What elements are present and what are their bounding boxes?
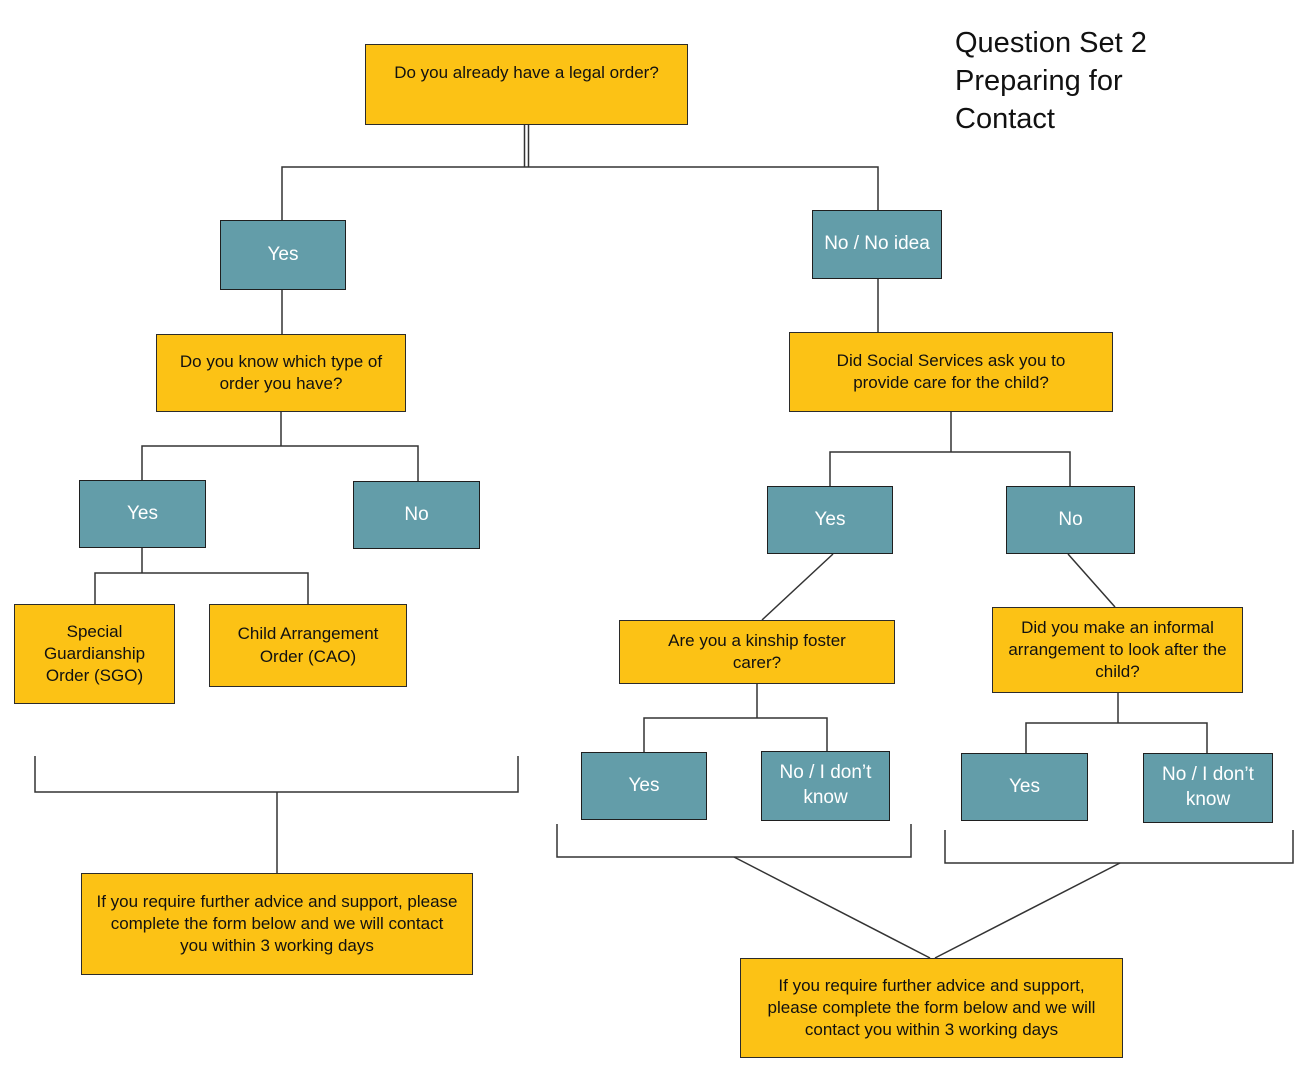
node-question-legal-order: Do you already have a legal order?: [365, 44, 688, 125]
diagram-title: Question Set 2 Preparing for Contact: [955, 24, 1295, 138]
node-label: Yes: [628, 774, 660, 796]
node-answer-yes-kinship: Yes: [581, 752, 707, 820]
node-advice-left: If you require further advice and suppor…: [81, 873, 473, 975]
node-special-guardianship-order: Special Guardianship Order (SGO): [14, 604, 175, 704]
node-answer-yes-social: Yes: [767, 486, 893, 554]
diagram-title-line1: Question Set 2: [955, 27, 1147, 59]
node-label: If you require further advice and suppor…: [96, 891, 458, 956]
node-label: Yes: [127, 502, 158, 524]
node-label: No: [404, 503, 429, 525]
node-label: No / I don’t know: [1162, 764, 1254, 810]
node-advice-right: If you require further advice and suppor…: [740, 958, 1123, 1058]
node-label: Did Social Services ask you to provide c…: [836, 350, 1066, 392]
node-label: Child Arrangement Order (CAO): [237, 624, 379, 666]
node-label: Do you already have a legal order?: [394, 63, 659, 83]
node-answer-no-dont-know-kinship: No / I don’t know: [761, 751, 890, 821]
node-label: Did you make an informal arrangement to …: [1008, 617, 1227, 682]
node-question-kinship-carer: Are you a kinship foster carer?: [619, 620, 895, 684]
node-label: No: [1058, 508, 1083, 530]
diagram-title-line2: Preparing for: [955, 65, 1123, 97]
node-label: Do you know which type of order you have…: [179, 351, 383, 393]
node-answer-no-dont-know-informal: No / I don’t know: [1143, 753, 1273, 823]
node-label: No / No idea: [824, 233, 930, 255]
node-question-social-services: Did Social Services ask you to provide c…: [789, 332, 1113, 412]
node-label: No / I don’t know: [779, 762, 872, 808]
node-answer-no-social: No: [1006, 486, 1135, 554]
node-label: Yes: [1009, 775, 1040, 797]
node-question-informal-arrangement: Did you make an informal arrangement to …: [992, 607, 1243, 693]
node-label: Yes: [267, 243, 299, 265]
node-label: Yes: [814, 508, 846, 530]
node-question-type-of-order: Do you know which type of order you have…: [156, 334, 406, 412]
node-answer-yes-type: Yes: [79, 480, 206, 548]
node-answer-no-type: No: [353, 481, 480, 549]
diagram-title-line3: Contact: [955, 103, 1055, 135]
node-child-arrangement-order: Child Arrangement Order (CAO): [209, 604, 407, 687]
node-label: Special Guardianship Order (SGO): [43, 621, 146, 686]
node-label: Are you a kinship foster carer?: [668, 630, 846, 672]
node-answer-yes-legal-order: Yes: [220, 220, 346, 290]
node-label: If you require further advice and suppor…: [767, 975, 1096, 1040]
node-answer-no-no-idea: No / No idea: [812, 210, 942, 279]
node-answer-yes-informal: Yes: [961, 753, 1088, 821]
